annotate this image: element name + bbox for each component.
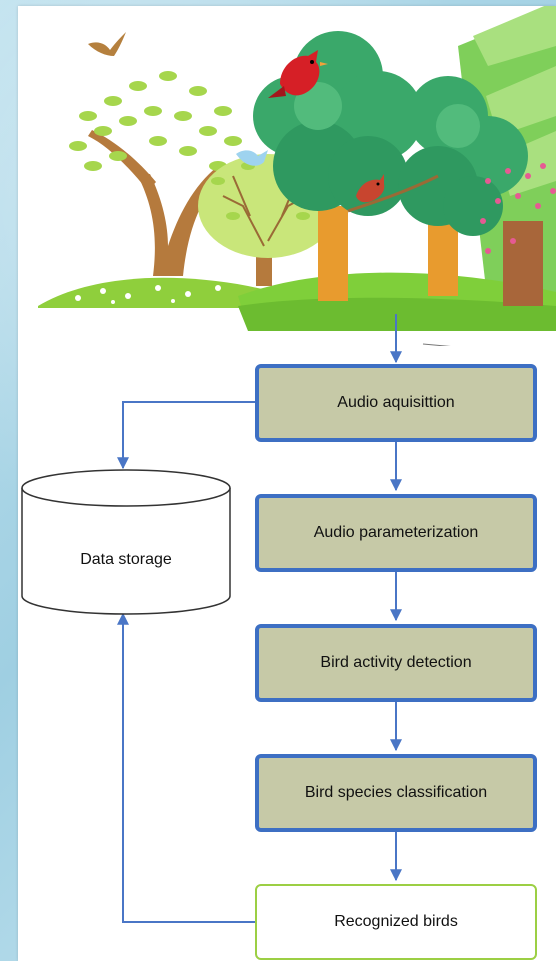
arrow-recognized-to-storage [117,612,255,923]
pink-tree [480,163,556,306]
diagram-card: Data storage Audio aquisittion Audio par… [18,6,556,961]
arrow-acquisition-to-storage [117,401,255,470]
flowers [75,285,221,304]
audio-acquisition-label: Audio aquisittion [337,394,455,411]
recognized-birds-node: Recognized birds [255,884,537,960]
bird-species-classification-node: Bird species classification [255,754,537,832]
bird-activity-detection-label: Bird activity detection [320,654,472,671]
cardinal-bird [268,50,328,98]
flow-connectors [117,314,402,923]
flying-bird [88,32,126,56]
blue-bird [236,150,268,166]
audio-acquisition-node: Audio aquisittion [255,364,537,442]
perched-bird [356,174,385,203]
data-storage-label: Data storage [80,551,172,568]
forest-illustration [38,6,556,346]
bird-activity-detection-node: Bird activity detection [255,624,537,702]
bird-species-classification-label: Bird species classification [304,784,488,801]
recognized-birds-label: Recognized birds [334,913,458,930]
big-green-trees [253,31,528,301]
leafy-branch [347,174,439,213]
audio-parameterization-node: Audio parameterization [255,494,537,572]
data-storage-cylinder [21,469,231,615]
audio-parameterization-label: Audio parameterization [313,524,479,541]
